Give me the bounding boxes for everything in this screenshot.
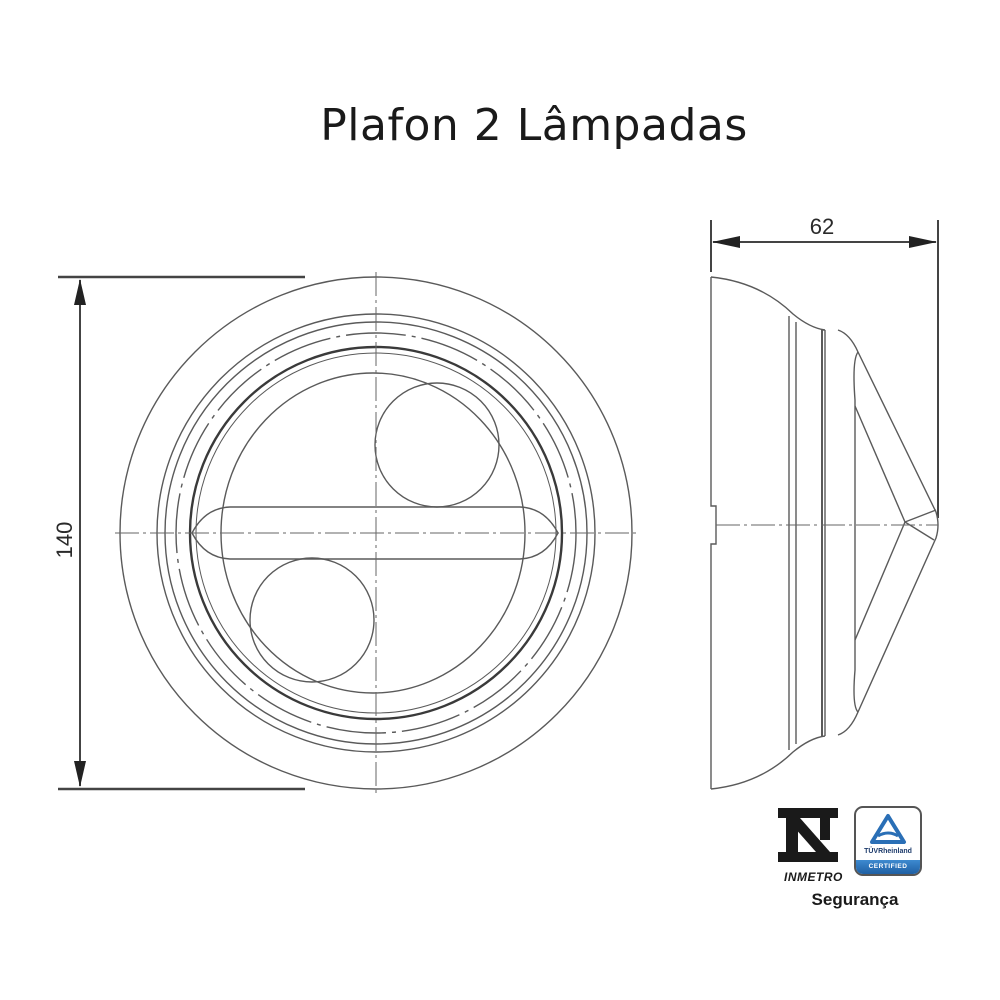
certifications: INMETRO TÜVRheinland CERTIFIED Segurança: [770, 800, 940, 920]
height-dimension-label: 140: [52, 522, 77, 559]
inmetro-n-icon: [778, 808, 838, 862]
depth-dimension-label: 62: [810, 214, 834, 239]
side-view: [710, 276, 939, 790]
inmetro-label: INMETRO: [784, 870, 843, 884]
tuv-certified-badge: TÜVRheinland CERTIFIED: [854, 806, 922, 876]
height-dimension: [58, 275, 305, 791]
inmetro-logo: INMETRO: [776, 806, 842, 884]
tuv-brand: TÜVRheinland: [864, 848, 912, 855]
certification-caption: Segurança: [811, 890, 899, 909]
front-view: [115, 272, 640, 796]
page-title: Plafon 2 Lâmpadas: [320, 100, 748, 151]
tuv-certified-label: CERTIFIED: [856, 860, 920, 874]
depth-dimension: [710, 220, 939, 518]
tuv-triangle-icon: [870, 814, 906, 844]
